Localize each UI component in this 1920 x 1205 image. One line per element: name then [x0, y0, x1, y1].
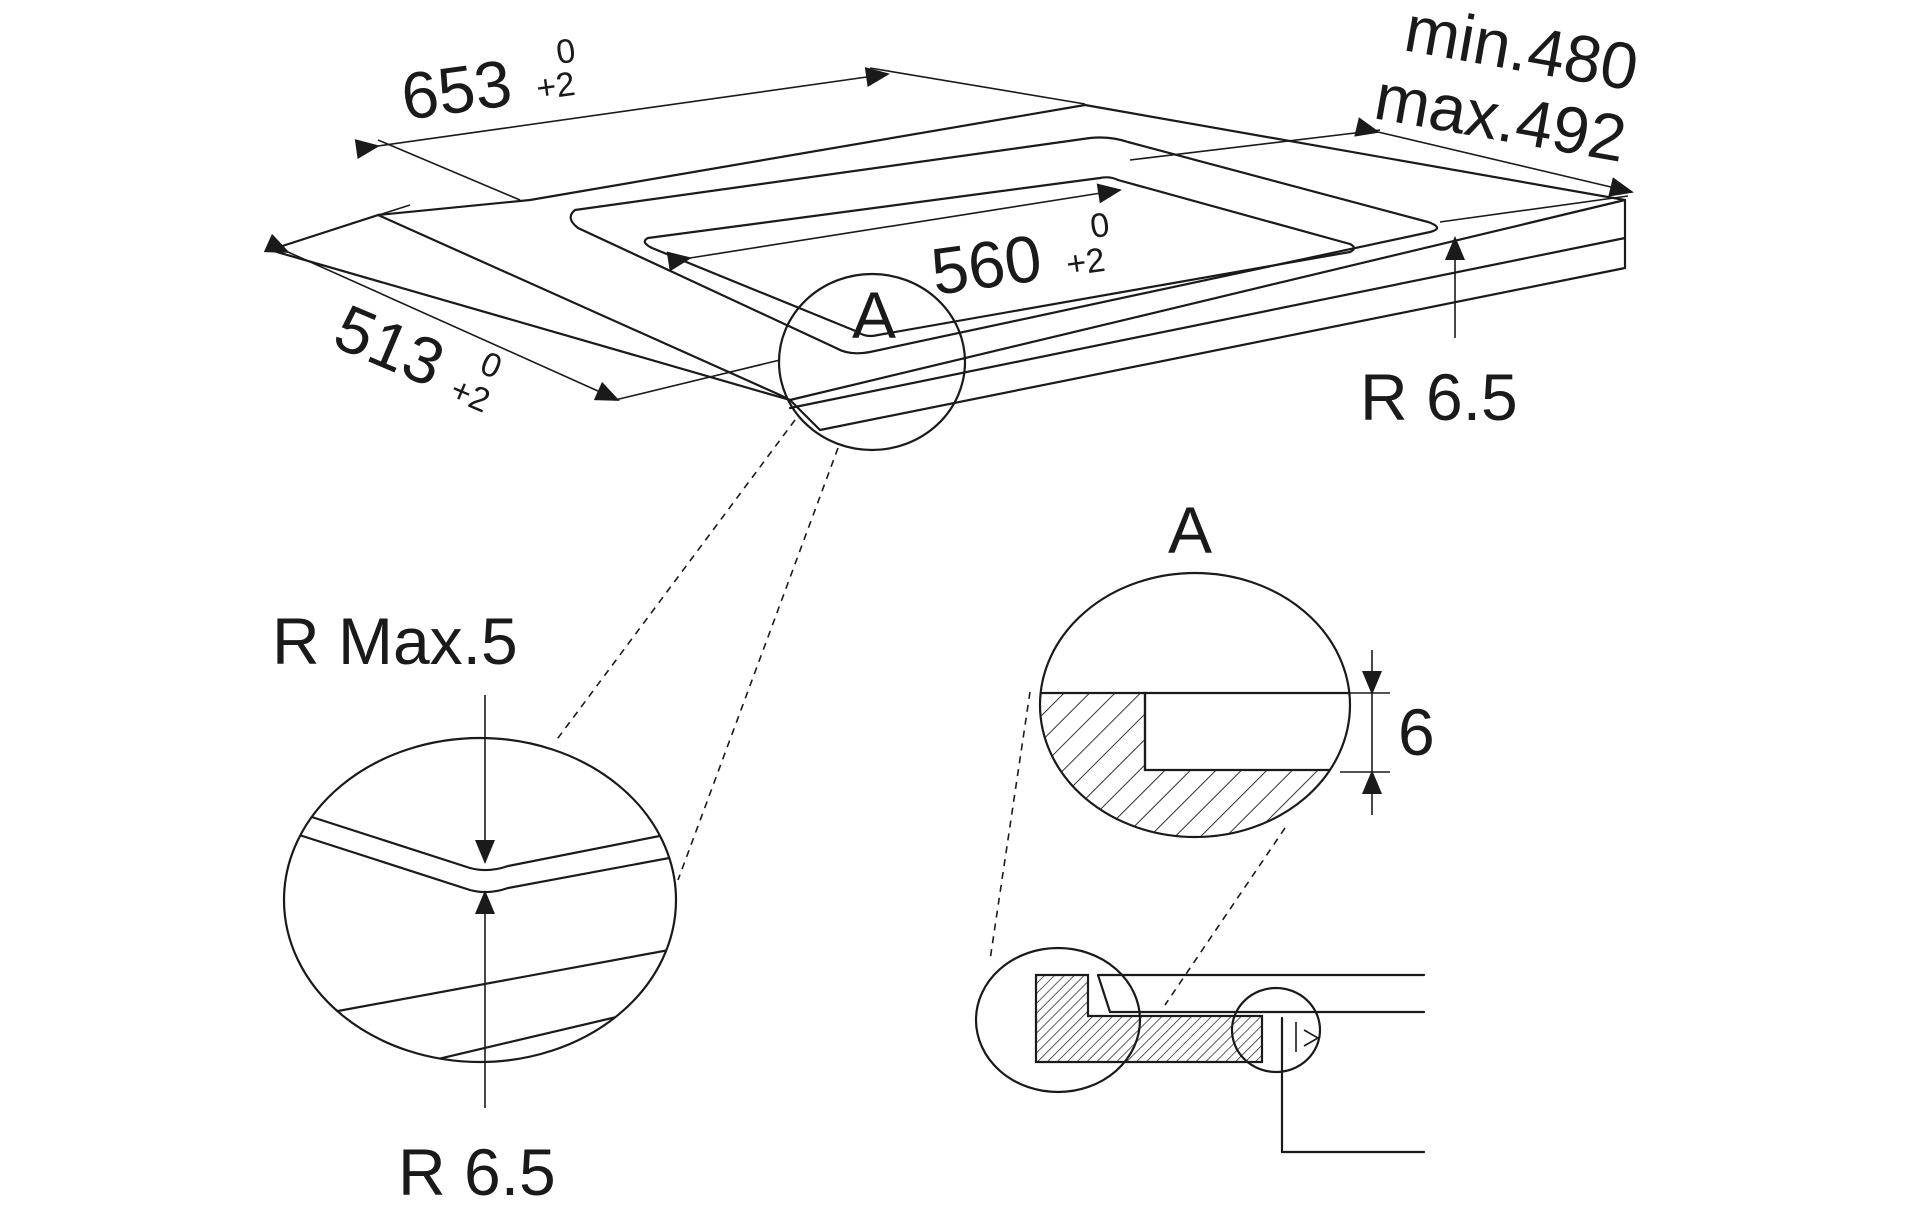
dim-653-line [354, 67, 890, 159]
rebate-depth-label: 6 [1398, 695, 1435, 769]
detail-a-section: A 6 [1038, 493, 1435, 839]
detail-a-hatched-section [1040, 691, 1350, 837]
projection-left-1 [554, 419, 796, 743]
dim-653-tol-lower: +2 [534, 65, 578, 108]
dim-560-tol-lower: +2 [1064, 241, 1108, 284]
dim-513-line [263, 233, 620, 401]
detail-a-callout-circle [777, 272, 967, 452]
dim-653-value: 653 [397, 45, 516, 134]
countertop-isometric: 653 0 +2 513 0 +2 560 0 +2 min.480 max.4… [263, 0, 1644, 452]
cutout-inner-opening [643, 176, 1356, 338]
dim-653-ext-right [869, 67, 1086, 105]
dim-560-tol-upper: 0 [1088, 206, 1112, 246]
seal-mark-arrow [1303, 1029, 1320, 1047]
detail-corner-radius: R Max.5 R 6.5 [272, 604, 678, 1205]
dim-span-ext-right [1439, 195, 1629, 223]
detail-a-title: A [1168, 493, 1212, 567]
countertop-front-face [268, 236, 1627, 432]
corner-outer-edge [288, 808, 676, 872]
radius-bottom-label: R 6.5 [398, 1135, 556, 1200]
dim-513-ext-bottom [614, 359, 781, 401]
radius-top-label: R 6.5 [1360, 360, 1518, 434]
projection-lines [554, 419, 1286, 1006]
dim-653-ext-left [377, 139, 521, 201]
corner-lower-edge-1 [298, 946, 676, 1020]
projection-right-1 [989, 691, 1031, 961]
detail-corner-circle [282, 736, 678, 1064]
dim-span-ext-left [1129, 129, 1381, 161]
cutout-outer-rim [569, 136, 1439, 355]
dim-span-line [1354, 117, 1634, 197]
dim-513-ext-top [269, 204, 411, 251]
corner-lower-edge-2 [398, 1000, 676, 1062]
dim-513-value: 513 [325, 290, 455, 401]
projection-left-2 [677, 447, 839, 881]
dim-560-value: 560 [927, 220, 1046, 309]
bottom-section-view [974, 946, 1426, 1154]
dim-560-line [666, 183, 1122, 272]
projection-right-2 [1164, 827, 1286, 1006]
hob-glass-edge [1096, 973, 1112, 1014]
radius-max-label: R Max.5 [272, 604, 518, 678]
detail-a-callout-label: A [852, 278, 896, 352]
section-hatched-counter [1034, 973, 1264, 1064]
